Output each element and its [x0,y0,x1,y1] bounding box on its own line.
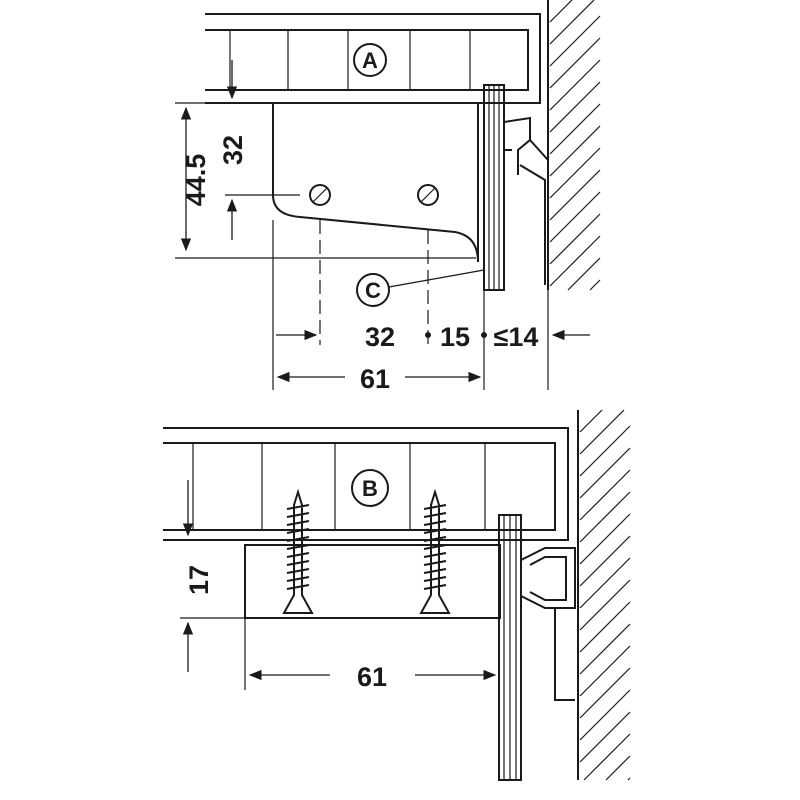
hatch-line [579,409,625,455]
rail-profile-b [163,427,569,541]
hatch-line [567,257,601,291]
hatch-line [549,0,573,23]
hatch-line [579,535,631,587]
wall-hatch-bottom [577,409,631,781]
hatch-line [579,557,631,609]
dim-width-a: 61 [360,364,390,394]
hatch-line [579,579,631,631]
panel-a [483,84,549,291]
hatch-line [549,125,601,177]
mounting-block-b [244,544,501,619]
svg-text:C: C [365,278,381,303]
dim-max: ≤14 [494,322,539,352]
bracket-a [272,103,479,263]
hatch-line [549,59,601,111]
hatch-line [579,623,631,675]
detail-b: B 17 61 [163,409,631,781]
wood-screws [282,488,451,614]
screw-heads-a [309,184,439,206]
hatch-line [549,169,601,221]
hatch-line [579,513,631,565]
hatch-line [579,689,631,741]
hatch-line [579,425,631,477]
dimensions-b [180,480,497,690]
dim-offset: 32 [365,322,395,352]
hatch-line [549,191,601,243]
hatch-line [579,491,631,543]
dim-height-inner: 32 [218,135,248,165]
callout-a: A [353,43,387,77]
hatch-line [549,15,601,67]
hatch-line [579,711,631,763]
hatch-line [579,447,631,499]
screw-icon [282,488,314,614]
hatch-line [549,103,601,155]
dim-height-total: 44.5 [181,154,211,207]
hatch-line [627,777,631,781]
callout-b: B [351,469,389,507]
wall-hatch-top [547,0,601,291]
hatch-line [549,213,601,265]
dim-gap: 15 [440,322,470,352]
hatch-line [549,235,601,287]
rail-profile-a [205,13,541,104]
callout-c: C [356,269,485,307]
hatch-line [605,755,631,781]
hatch-line [549,81,601,133]
detail-a: A C [175,0,601,394]
hatch-line [579,645,631,697]
dim-width-b: 61 [357,662,387,692]
hatch-line [579,469,631,521]
svg-text:B: B [362,476,378,501]
hatch-line [589,279,601,291]
dimensions-a [175,60,590,390]
screw-icon [419,488,451,614]
hatch-line [579,667,631,719]
hatch-line [579,601,631,653]
hatch-line [583,733,631,781]
hatch-line [579,409,603,433]
hatch-line [549,0,595,45]
dim-height-b: 17 [184,565,214,595]
panel-b [498,514,576,781]
hatch-line [549,37,601,89]
hatch-line [549,147,601,199]
svg-text:A: A [362,48,378,73]
